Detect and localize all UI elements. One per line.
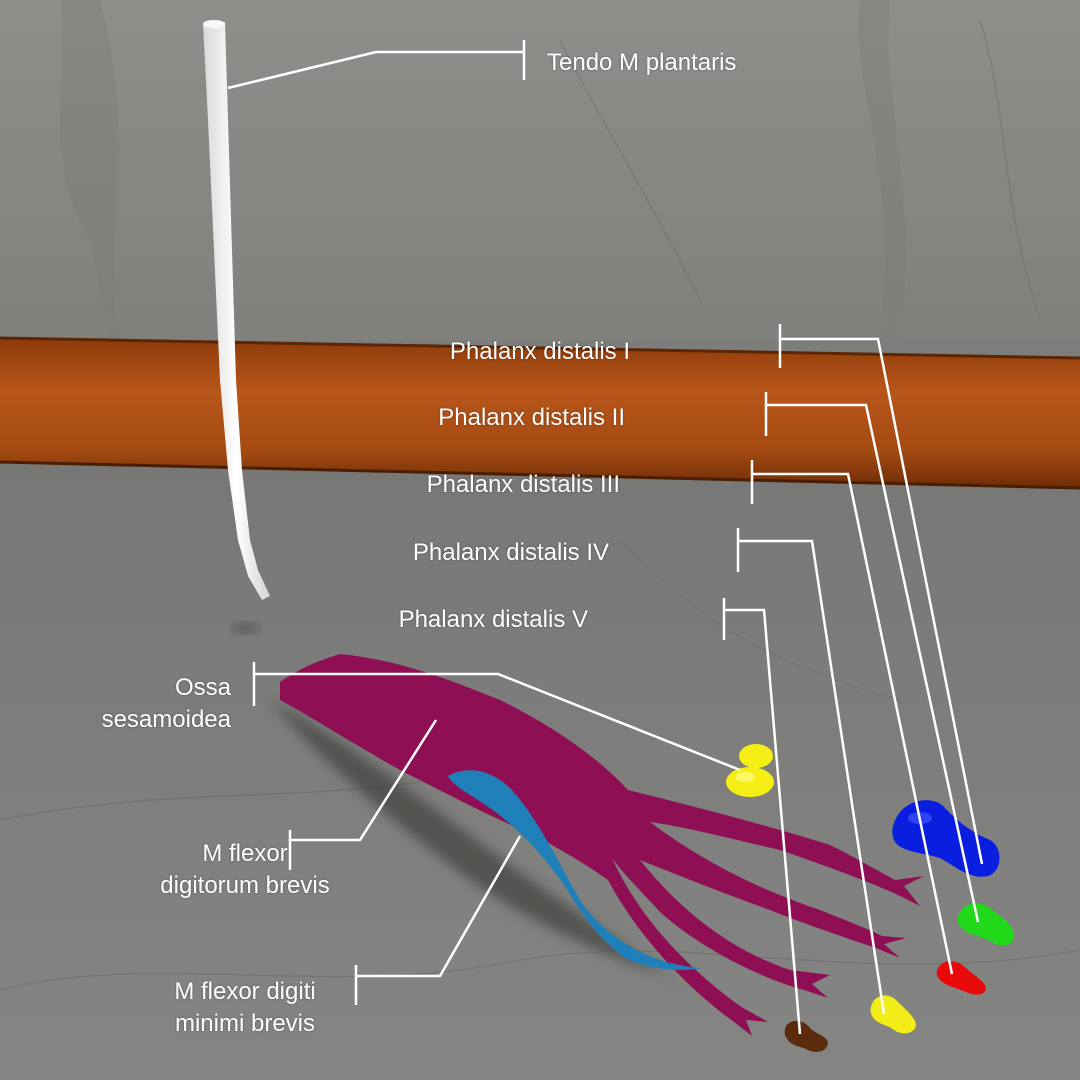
- phalanx-distalis-iii-shape: [936, 961, 986, 995]
- wall-stain: [858, 0, 906, 340]
- wall-crack: [559, 39, 701, 301]
- label-m-flexor-digiti-minimi-brevis: M flexor digiti minimi brevis: [140, 978, 350, 1038]
- label-m-flexor-digitorum-brevis: M flexor digitorum brevis: [130, 840, 360, 900]
- floor-crack: [619, 539, 901, 701]
- wall-crack: [979, 19, 1041, 321]
- wall-stain: [60, 0, 120, 340]
- sesamoid-bone: [739, 744, 773, 768]
- flexor-digitorum-brevis-shape: [280, 654, 924, 1036]
- label-phalanx-distalis-ii: Phalanx distalis II: [438, 404, 625, 431]
- wall: [0, 0, 1080, 340]
- label-fdmb-line2: minimi brevis: [174, 1010, 315, 1037]
- label-phalanx-distalis-i: Phalanx distalis I: [449, 338, 630, 365]
- label-ossa-line1: Ossa: [174, 674, 231, 701]
- muscle-shadow: [270, 700, 700, 990]
- phalanx-distalis-ii-shape: [957, 903, 1014, 946]
- label-ossa-sesamoidea: Ossa sesamoidea: [102, 674, 231, 734]
- label-phalanx-distalis-v: Phalanx distalis V: [398, 606, 588, 633]
- label-fdb-line2: digitorum brevis: [160, 872, 330, 899]
- baseboard: [0, 338, 1080, 488]
- label-phalanx-distalis-iii: Phalanx distalis III: [426, 471, 620, 498]
- leader-lines: [227, 40, 984, 1035]
- label-ossa-line2: sesamoidea: [101, 706, 231, 733]
- tendo-plantaris-shape: [203, 22, 270, 600]
- sesamoid-bone: [726, 767, 774, 797]
- label-tendo-m-plantaris: Tendo M plantaris: [547, 49, 737, 76]
- floor-crack: [0, 949, 1080, 991]
- flexor-digiti-minimi-brevis-shape: [448, 770, 702, 970]
- label-phalanx-distalis-iv: Phalanx distalis IV: [412, 539, 609, 566]
- phalanx-distalis-v-shape: [784, 1020, 828, 1052]
- label-fdb-line1: M flexor: [202, 840, 288, 867]
- label-fdmb-line1: M flexor digiti: [174, 978, 316, 1005]
- tendon-shadow: [231, 622, 259, 634]
